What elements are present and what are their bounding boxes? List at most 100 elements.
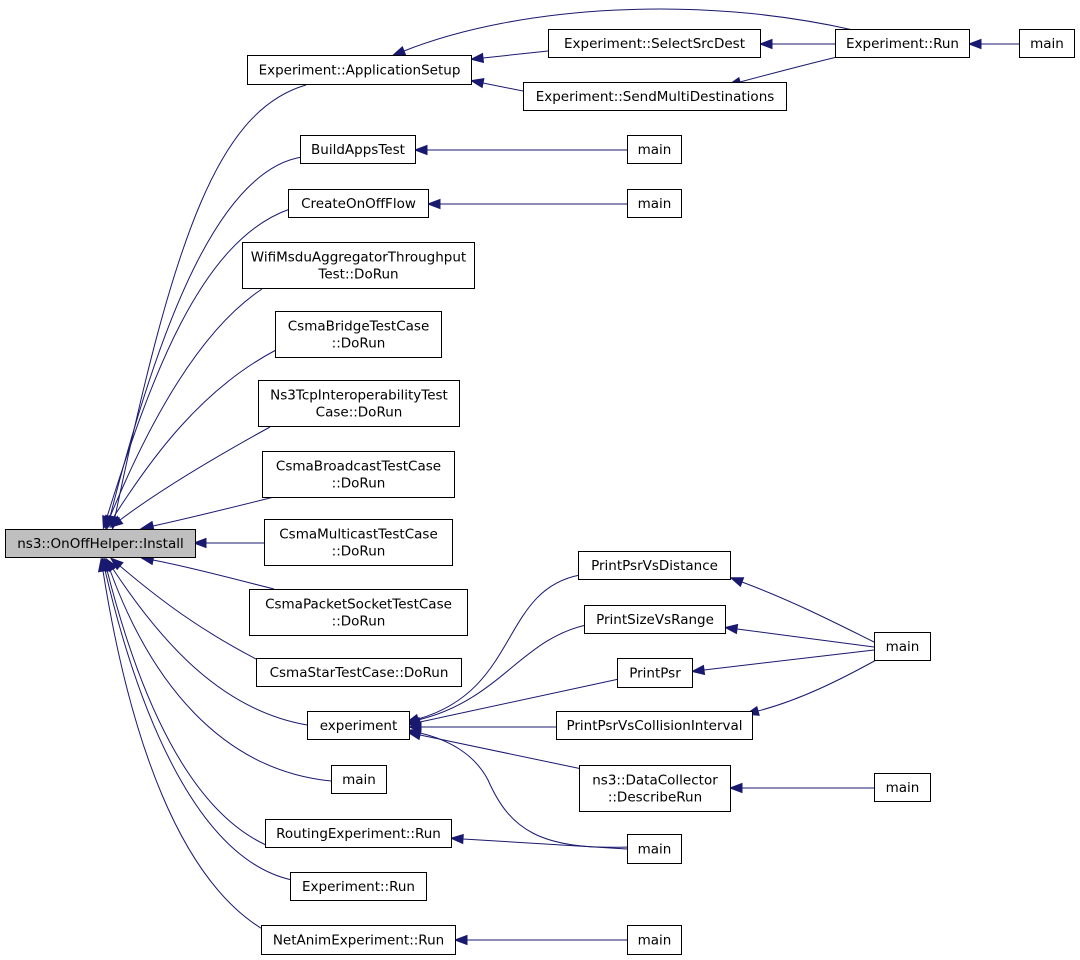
node-install[interactable]: ns3::OnOffHelper::Install — [5, 529, 196, 558]
node-main_build[interactable]: main — [627, 135, 682, 164]
call-edge-csmabridge-to-install — [105, 349, 277, 530]
call-edge-main_build-to-buildapps — [413, 144, 627, 156]
node-datacollector[interactable]: ns3::DataCollector::DescribeRun — [579, 765, 731, 812]
node-box — [307, 711, 410, 740]
node-box — [290, 872, 427, 901]
arrowhead — [729, 577, 745, 588]
node-experiment[interactable]: experiment — [307, 711, 410, 740]
edge-line — [482, 82, 524, 92]
node-box — [275, 311, 442, 358]
call-edge-main_psr-to-printsize — [723, 623, 875, 648]
call-edge-main_psr-to-printdist — [729, 577, 877, 644]
node-buildapps[interactable]: BuildAppsTest — [300, 135, 416, 164]
edge-line — [736, 628, 875, 648]
node-netanim[interactable]: NetAnimExperiment::Run — [261, 925, 456, 955]
edge-line — [109, 569, 332, 782]
node-box — [5, 529, 196, 558]
node-box — [627, 135, 682, 164]
node-label: main — [886, 639, 920, 655]
node-appsetup[interactable]: Experiment::ApplicationSetup — [247, 55, 472, 85]
call-edge-csmapacket-to-install — [139, 554, 275, 590]
node-box — [627, 925, 682, 955]
node-printpsr[interactable]: PrintPsr — [617, 658, 693, 688]
node-csmapacket[interactable]: CsmaPacketSocketTestCase::DoRun — [249, 589, 468, 636]
arrowhead — [723, 623, 739, 635]
node-main_routing[interactable]: main — [627, 834, 682, 864]
node-main_dc[interactable]: main — [874, 773, 931, 802]
node-box — [556, 711, 753, 740]
node-box — [617, 658, 693, 688]
node-label: ::DescribeRun — [608, 790, 702, 806]
node-main_netanim[interactable]: main — [627, 925, 682, 955]
call-edge-csmabroad-to-install — [139, 496, 275, 531]
call-edge-wifimsdu-to-install — [104, 288, 263, 530]
nodes-layer: ns3::OnOffHelper::Install Experiment::App… — [5, 29, 1075, 955]
node-box — [548, 29, 761, 58]
arrowhead — [449, 833, 464, 845]
node-csmamulti[interactable]: CsmaMulticastTestCase::DoRun — [264, 519, 453, 566]
node-label: NetAnimExperiment::Run — [273, 933, 444, 949]
node-label: Experiment::Run — [846, 36, 959, 52]
node-box — [256, 658, 462, 687]
node-label: WifiMsduAggregatorThroughput — [251, 250, 466, 266]
node-createonoff[interactable]: CreateOnOffFlow — [288, 189, 429, 218]
node-selectsrc[interactable]: Experiment::SelectSrcDest — [548, 29, 761, 58]
arrowhead — [413, 144, 428, 156]
arrowhead — [406, 728, 422, 739]
node-main_create[interactable]: main — [627, 189, 682, 218]
arrowhead — [109, 515, 124, 529]
node-sendmulti[interactable]: Experiment::SendMultiDestinations — [523, 82, 787, 111]
node-main_top[interactable]: main — [1019, 29, 1075, 58]
node-box — [262, 451, 455, 498]
edge-line — [417, 574, 581, 720]
call-edge-csmamulti-to-install — [192, 537, 264, 549]
edge-line — [757, 658, 879, 712]
node-csmabridge[interactable]: CsmaBridgeTestCase::DoRun — [275, 311, 442, 358]
edge-line — [403, 8, 854, 52]
edge-line — [102, 570, 265, 931]
node-exprun2[interactable]: Experiment::Run — [290, 872, 427, 901]
edge-line — [417, 624, 587, 721]
call-edge-exprun1-to-sendmulti — [727, 56, 838, 87]
edge-line — [152, 496, 275, 527]
node-box — [579, 765, 731, 812]
node-routingexp[interactable]: RoutingExperiment::Run — [265, 819, 452, 848]
node-printdist[interactable]: PrintPsrVsDistance — [578, 551, 731, 580]
edge-line — [739, 56, 838, 83]
node-box — [261, 925, 456, 955]
edge-line — [741, 581, 877, 644]
node-printsize[interactable]: PrintSizeVsRange — [584, 605, 726, 634]
node-label: main — [342, 772, 376, 788]
node-box — [300, 135, 416, 164]
node-box — [1019, 29, 1075, 58]
node-exprun1[interactable]: Experiment::Run — [835, 29, 970, 58]
call-edge-ns3tcp-to-install — [109, 426, 271, 529]
node-label: Experiment::Run — [302, 879, 415, 895]
call-edge-main_dc-to-datacollector — [728, 782, 874, 794]
node-csmabroad[interactable]: CsmaBroadcastTestCase::DoRun — [262, 451, 455, 498]
node-label: CsmaStarTestCase::DoRun — [270, 665, 449, 681]
edge-line — [109, 288, 263, 518]
edges-layer — [97, 8, 1019, 946]
node-label: ::DoRun — [332, 614, 386, 630]
node-label: ns3::OnOffHelper::Install — [17, 536, 184, 552]
node-label: PrintPsrVsDistance — [591, 558, 718, 574]
call-edge-main_top-to-exprun1 — [967, 38, 1019, 50]
call-edge-main_netanim-to-netanim — [453, 934, 627, 946]
node-label: CsmaMulticastTestCase — [279, 527, 438, 543]
node-main_psr[interactable]: main — [874, 632, 931, 661]
edge-line — [106, 569, 267, 846]
node-box — [523, 82, 787, 111]
node-csmastar[interactable]: CsmaStarTestCase::DoRun — [256, 658, 462, 687]
edge-line — [109, 156, 303, 518]
edge-line — [104, 569, 293, 881]
node-label: main — [638, 196, 672, 212]
call-edge-selectsrc-to-appsetup — [469, 50, 549, 64]
edge-line — [106, 208, 291, 518]
node-box — [627, 189, 682, 218]
arrowhead — [97, 557, 109, 573]
node-main_plain[interactable]: main — [331, 765, 387, 794]
node-printcoll[interactable]: PrintPsrVsCollisionInterval — [556, 711, 753, 740]
